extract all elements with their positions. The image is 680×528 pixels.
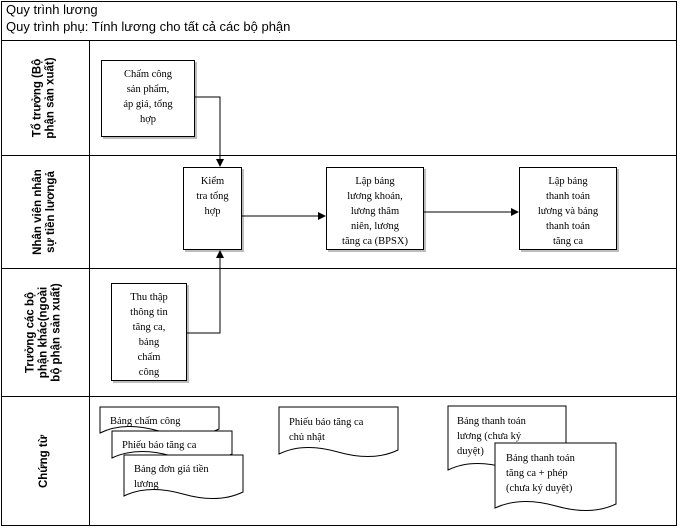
svg-text:tăng ca + phép: tăng ca + phép <box>506 468 568 479</box>
arrow-cham-cong-to-kiem-tra <box>195 96 224 167</box>
document-bang-don-gia-tien-luong: Bảng đơn giá tiền lương <box>123 454 244 499</box>
svg-text:lương (chưa ký: lương (chưa ký <box>457 431 522 442</box>
svg-text:(chưa ký duyệt): (chưa ký duyệt) <box>506 483 573 494</box>
lane-divider <box>1 396 677 397</box>
step-lap-bang-luong: Lập bảng lương khoán, lương thâm niên, l… <box>326 167 424 250</box>
arrow-thu-thap-to-kiem-tra <box>187 250 224 334</box>
diagram-title: Quy trình lương <box>6 2 98 17</box>
svg-text:Bảng thanh toán: Bảng thanh toán <box>457 416 527 427</box>
svg-text:Phiếu báo tăng ca: Phiếu báo tăng ca <box>122 440 197 451</box>
step-thu-thap: Thu thập thông tin tăng ca, bảng chấm cô… <box>111 283 187 381</box>
document-phieu-bao-tang-ca-chu-nhat: Phiếu báo tăng ca chủ nhật <box>278 406 399 457</box>
svg-text:Bảng đơn giá tiền: Bảng đơn giá tiền <box>134 464 209 475</box>
lane-divider <box>1 268 677 269</box>
lane-divider <box>1 40 677 41</box>
svg-text:duyệt): duyệt) <box>457 446 484 457</box>
svg-text:lương: lương <box>134 479 159 490</box>
document-bang-thanh-toan-tang-ca-phep: Bảng thanh toán tăng ca + phép (chưa ký … <box>494 442 617 511</box>
svg-text:Bảng thanh toán: Bảng thanh toán <box>506 453 576 464</box>
svg-text:Phiếu báo tăng ca: Phiếu báo tăng ca <box>289 417 364 428</box>
diagram-subtitle: Quy trình phụ: Tính lương cho tất cả các… <box>6 19 291 34</box>
lane-divider <box>1 155 677 156</box>
svg-text:chủ nhật: chủ nhật <box>289 432 325 443</box>
svg-text:Bảng chấm công: Bảng chấm công <box>110 416 181 427</box>
step-lap-bang-thanh-toan: Lập bảng thanh toán lương và bảng thanh … <box>519 167 617 250</box>
step-kiem-tra: Kiểm tra tổng hợp <box>183 167 242 250</box>
lane-header-divider <box>89 40 90 526</box>
step-cham-cong: Chấm công sản phẩm, áp giá, tổng hợp <box>101 60 195 137</box>
